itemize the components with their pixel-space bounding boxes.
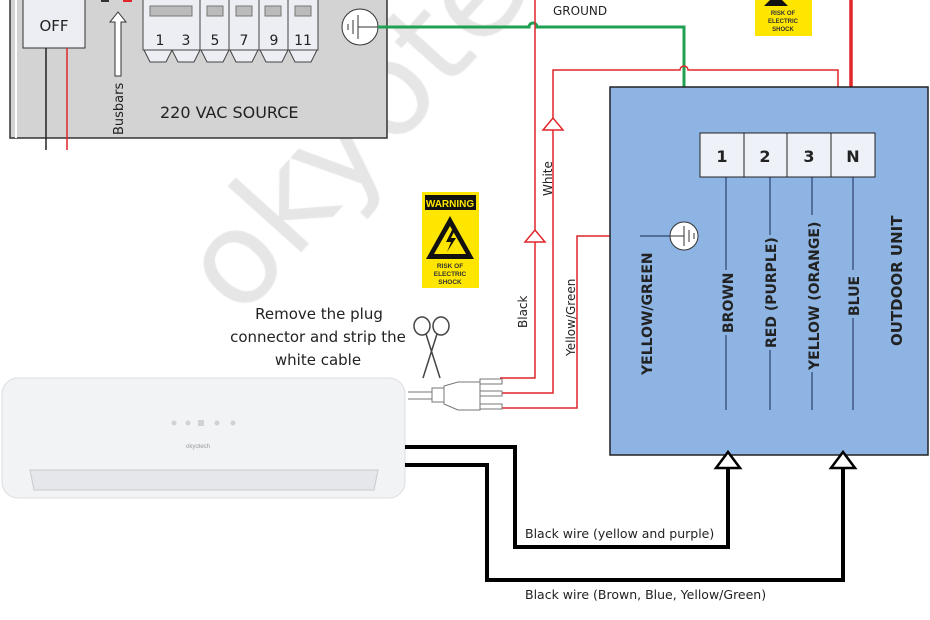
instruction-line: connector and strip the <box>230 328 406 346</box>
yellow-green-wire-label: Yellow/Green <box>564 279 578 357</box>
warning-text: ELECTRIC <box>434 271 467 278</box>
cable-2 <box>405 463 845 582</box>
ground-label: GROUND <box>553 4 607 18</box>
panel-title: 220 VAC SOURCE <box>160 103 299 122</box>
terminal-1: 1 <box>716 147 727 166</box>
breaker-number: 1 <box>156 33 165 49</box>
warning-sign-top: RISK OF ELECTRIC SHOCK <box>755 0 812 36</box>
ground-icon <box>341 8 379 46</box>
terminal-n: N <box>846 147 859 166</box>
warning-text: RISK OF <box>437 263 463 270</box>
main-switch[interactable] <box>22 0 86 49</box>
breaker-number: 7 <box>240 33 249 49</box>
warning-text: SHOCK <box>438 279 462 286</box>
white-wire-label: White <box>541 161 555 196</box>
warning-text: RISK OF <box>771 11 796 17</box>
terminal-block: 1 2 3 N <box>699 132 876 178</box>
warning-text: SHOCK <box>772 27 794 33</box>
terminal-2: 2 <box>759 147 770 166</box>
wire-color-label: RED (PURPLE) <box>764 237 780 348</box>
arrow-icon <box>713 449 743 470</box>
yellow-green-wire <box>500 235 640 409</box>
arrow-icon <box>541 116 565 131</box>
outdoor-unit-title: OUTDOOR UNIT <box>888 215 906 346</box>
arrow-icon <box>828 449 858 470</box>
terminal-3: 3 <box>803 147 814 166</box>
breaker-number: 9 <box>270 33 279 49</box>
busbars-arrow-icon <box>108 11 128 77</box>
busbars-label: Busbars <box>112 83 127 135</box>
warning-sign: WARNING RISK OF ELECTRIC SHOCK <box>422 192 479 288</box>
breakers: 1 3 5 7 9 11 <box>142 0 319 63</box>
wire-color-label: BLUE <box>847 276 863 316</box>
ground-icon <box>640 221 699 251</box>
instruction-line: Remove the plug <box>255 305 383 323</box>
black-wire-label: Black <box>516 295 530 328</box>
scissors-icon <box>413 316 450 379</box>
black-wire <box>500 0 536 379</box>
cable-2-label: Black wire (Brown, Blue, Yellow/Green) <box>525 587 766 602</box>
indoor-unit: okyotech <box>1 377 406 499</box>
outdoor-unit: 1 2 3 N YELLOW/GREEN BROWN RED (PURPLE) … <box>609 86 929 456</box>
breaker-number: 5 <box>211 33 220 49</box>
lightning-icon <box>446 230 456 252</box>
cable-1-label: Black wire (yellow and purple) <box>525 526 714 541</box>
ground-wire <box>378 21 686 222</box>
plug-icon <box>408 378 503 411</box>
breaker-number: 11 <box>294 33 312 49</box>
wire-color-label: YELLOW (ORANGE) <box>807 222 823 371</box>
breaker-number: 3 <box>182 33 191 49</box>
wire-color-label: YELLOW/GREEN <box>640 252 656 376</box>
warning-text: ELECTRIC <box>768 19 799 25</box>
wire-color-label: BROWN <box>721 272 737 333</box>
arrow-icon <box>523 228 547 243</box>
cable-1 <box>405 445 730 549</box>
instruction-line: white cable <box>275 351 361 369</box>
source-panel: OFF Busbars 1 3 5 7 9 11 220 VAC SOURCE <box>9 0 388 150</box>
indoor-unit-brand: okyotech <box>186 444 210 450</box>
warning-header: WARNING <box>426 199 475 210</box>
switch-label: OFF <box>39 17 68 35</box>
